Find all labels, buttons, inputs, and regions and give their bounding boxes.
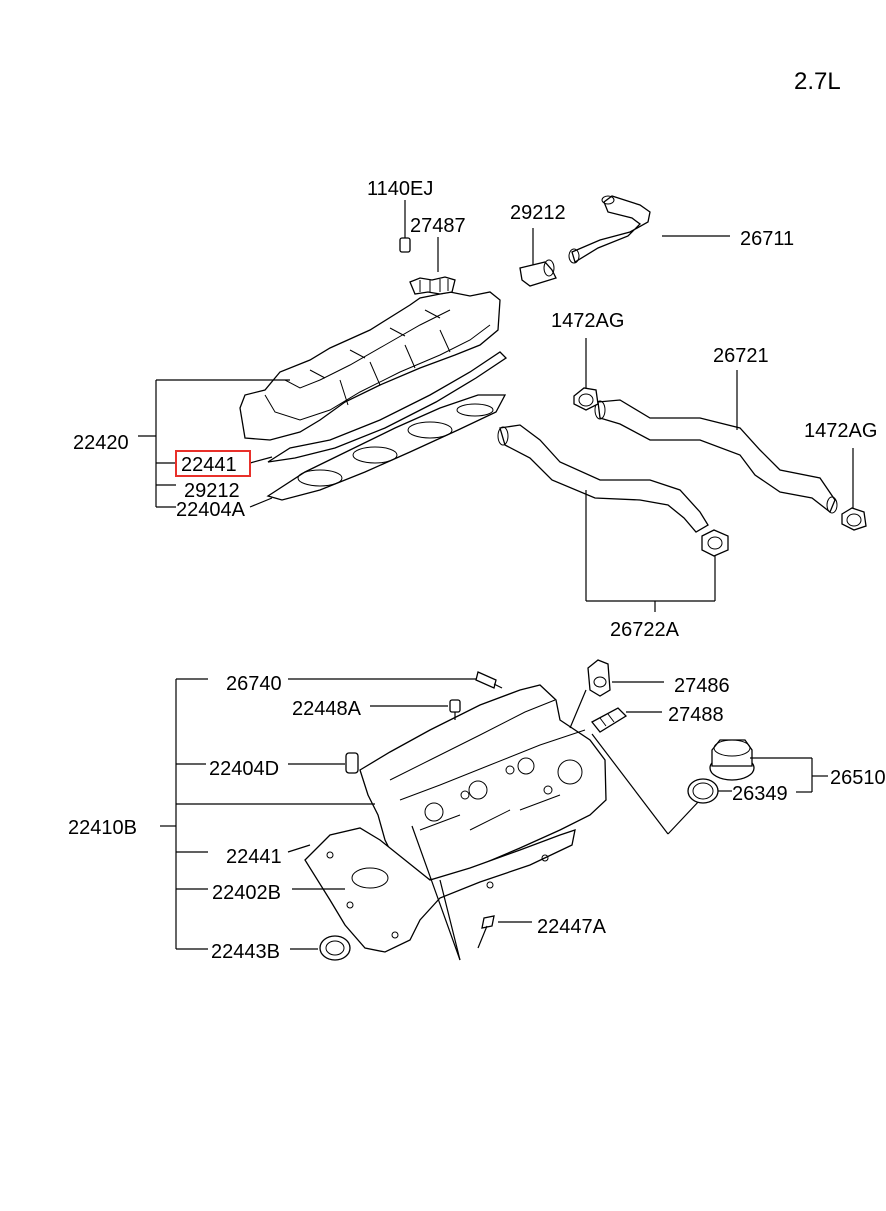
pcv-part (587, 659, 664, 697)
highlight-box (175, 450, 251, 477)
label-pcv: 27486 (674, 675, 730, 697)
valve-part (569, 689, 701, 835)
connector-part (519, 228, 557, 287)
clamp-right-part (841, 448, 867, 531)
stud-22404D (345, 752, 359, 774)
cap-bracket (718, 757, 828, 793)
hose-assembly-part (497, 424, 729, 557)
hose-mid-part (594, 399, 838, 514)
lower-valve-cover (359, 684, 607, 881)
cap-seal-part (687, 778, 719, 804)
ring-22443B (319, 935, 351, 961)
label-hose-mid: 26721 (713, 345, 769, 367)
label-connector: 29212 (510, 202, 566, 224)
hose-upper-part (568, 195, 651, 264)
label-upper-sub-1: 29212 (184, 480, 240, 502)
label-lower-item-1: 26740 (226, 673, 282, 695)
label-upper-highlighted: 22441 (181, 454, 237, 476)
oil-cap-part (709, 739, 755, 781)
label-cap: 26510 (830, 767, 886, 789)
bolt-22447A (411, 825, 532, 961)
stud-26740 (475, 671, 503, 689)
lower-bracket (160, 678, 478, 950)
label-clamp-left: 1472AG (551, 310, 624, 332)
label-lower-item-3: 22404D (209, 758, 279, 780)
upper-gasket-strip (267, 351, 508, 463)
clamp-left-part (573, 338, 599, 411)
label-cap-seal: 26349 (732, 783, 788, 805)
label-lower-item-5: 22402B (212, 882, 281, 904)
label-hose-assembly: 26722A (610, 619, 680, 641)
engine-label: 2.7L (794, 68, 841, 95)
upper-valve-cover (239, 291, 501, 441)
label-valve: 27488 (668, 704, 724, 726)
hose-assembly-bracket (585, 490, 716, 612)
label-upper-sub-2: 22404A (176, 499, 246, 521)
label-clamp-right: 1472AG (804, 420, 877, 442)
label-bolt: 1140EJ (367, 178, 433, 200)
label-lower-item-2: 22448A (292, 698, 362, 720)
label-lower-assembly: 22410B (68, 817, 137, 839)
label-bolt-set: 27487 (410, 215, 466, 237)
label-lower-bolt: 22447A (537, 916, 607, 938)
bolt-set-part (409, 237, 456, 295)
label-lower-item-6: 22443B (211, 941, 280, 963)
label-hose-upper: 26711 (740, 228, 794, 250)
upper-gasket-plate (266, 394, 507, 501)
bolt-22448A (449, 699, 461, 720)
bolt-part (399, 200, 411, 253)
lower-gasket-part (304, 827, 576, 953)
upper-bracket (138, 379, 290, 508)
label-upper-assembly: 22420 (73, 432, 129, 454)
label-lower-item-4: 22441 (226, 846, 282, 868)
